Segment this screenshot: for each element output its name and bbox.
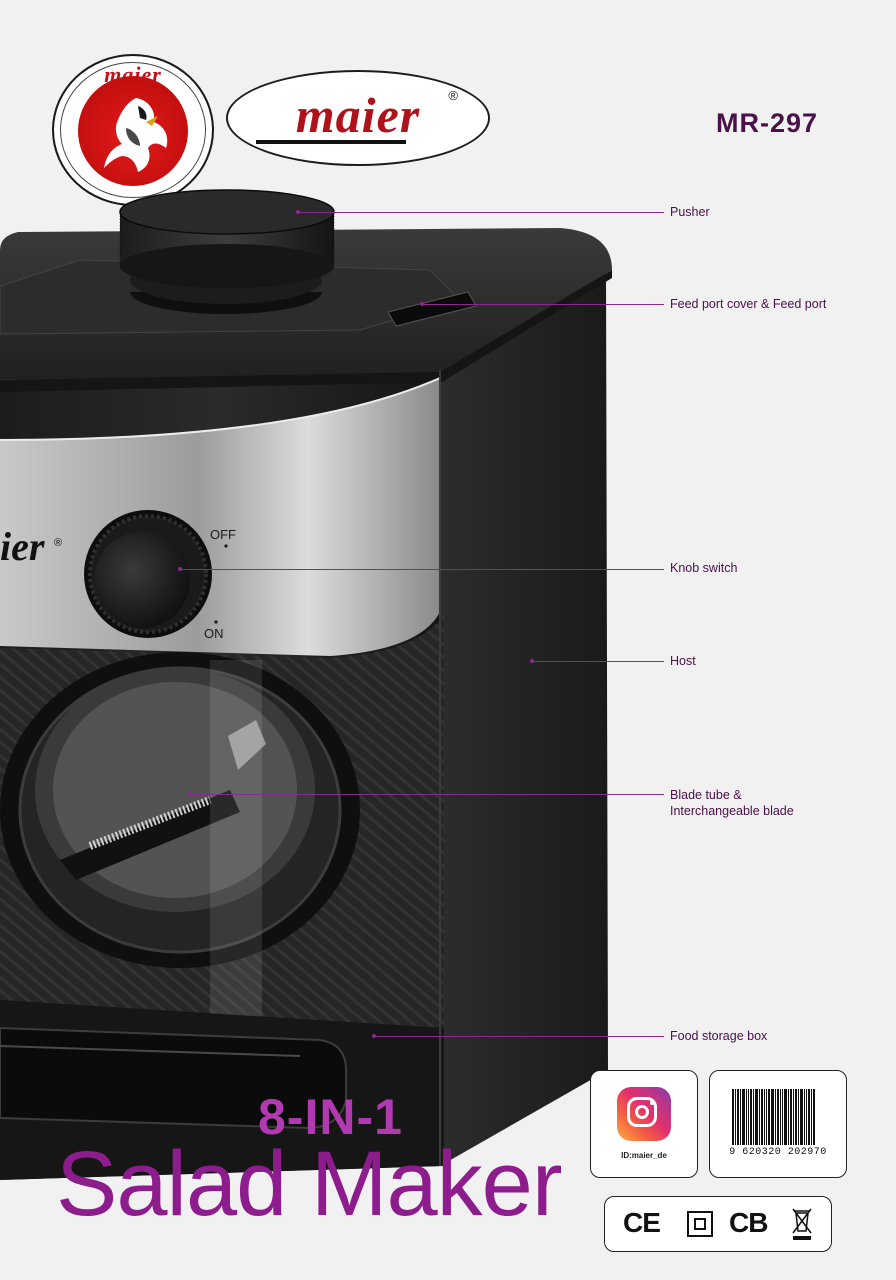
barcode-icon: [732, 1089, 826, 1145]
registered-mark: ®: [448, 88, 458, 103]
front-logo-registered: ®: [54, 537, 62, 549]
front-logo: ier: [0, 524, 45, 569]
callout-label-knob: Knob switch: [670, 561, 738, 575]
barcode-number: 9 620320 202970: [729, 1147, 827, 1158]
callout-line-pusher: [298, 212, 664, 213]
brand-wordmark: maier: [295, 87, 421, 143]
callout-line-storage: [374, 1036, 664, 1037]
callout-line-feed-port: [422, 304, 664, 305]
instagram-id: ID:maier_de: [621, 1151, 667, 1160]
cb-mark-icon: CB: [729, 1207, 768, 1238]
callout-line-knob: [180, 569, 664, 570]
callout-label-blade: Blade tube & Interchangeable blade: [670, 788, 794, 818]
falcon-seal-logo: maier: [52, 54, 214, 206]
callout-label-feed-port: Feed port cover & Feed port: [670, 297, 827, 311]
callout-label-pusher: Pusher: [670, 205, 710, 219]
double-insulation-icon: [687, 1211, 713, 1237]
certification-badges: CE CB: [604, 1196, 832, 1252]
instagram-badge: ID:maier_de: [590, 1070, 698, 1178]
model-number: MR-297: [716, 108, 819, 138]
headline-salad-maker: Salad Maker: [56, 1133, 562, 1235]
falcon-icon: [104, 98, 168, 172]
knob-on-label: ON: [204, 626, 224, 641]
callout-label-storage: Food storage box: [670, 1029, 768, 1043]
callout-line-blade: [190, 794, 664, 795]
knob-off-label: OFF: [210, 527, 236, 542]
brand-wordmark-logo: maier ®: [226, 70, 490, 166]
barcode-badge: 9 620320 202970: [709, 1070, 847, 1178]
ce-mark-icon: CE: [623, 1207, 661, 1238]
callout-line-host: [532, 661, 664, 662]
weee-bin-icon: [792, 1208, 812, 1240]
headline-8-in-1: 8-IN-1: [258, 1089, 403, 1145]
falcon-emblem: [78, 76, 188, 186]
wordmark-underline: [256, 140, 406, 144]
instagram-icon: [617, 1087, 671, 1141]
callout-label-host: Host: [670, 654, 696, 668]
